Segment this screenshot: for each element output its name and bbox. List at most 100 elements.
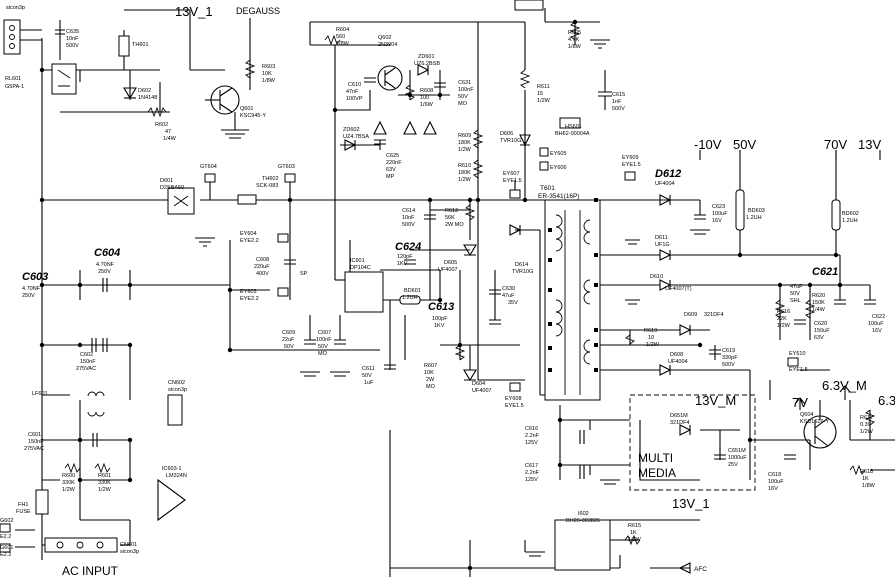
label-c622v: 100uF [868, 321, 884, 327]
connector-top [514, 0, 544, 11]
label-ic603: IC603-1 [162, 466, 182, 472]
label-r605v: 4.7K [568, 37, 580, 43]
label-r600w: 1/2W [62, 487, 76, 493]
label-c620v: 150uF [814, 328, 830, 334]
label-r612w: 2W MO [445, 222, 464, 228]
label-cn601v: sicon3p [120, 549, 139, 555]
label-c622w: 16V [872, 328, 882, 334]
label-d612v: UF4004 [655, 181, 675, 187]
label-c651mw: 25V [728, 462, 738, 468]
label-r620: R620 [812, 293, 825, 299]
label-d609v: 321DF4 [704, 312, 724, 318]
label-r611: R611 [537, 84, 550, 90]
label-r611v: 15 [537, 91, 543, 97]
label-cn602v: sicon3p [168, 387, 187, 393]
label-d604: D604 [472, 381, 485, 387]
label-c619: C619 [722, 348, 735, 354]
label-ic601v: DP104C [350, 265, 371, 271]
q602-transistor [377, 65, 403, 91]
label-ey609v: EYE1.5 [622, 162, 641, 168]
fh1-fuse [35, 489, 49, 515]
d601-bridge [167, 187, 195, 215]
label-ey610: EY610 [789, 351, 806, 357]
label-r617: R617 [860, 415, 873, 421]
label-r619w: 1/2W [646, 342, 660, 348]
label-c611w: 1uF [364, 380, 374, 386]
label-r601v: 330K [98, 480, 111, 486]
label-hs601: HS601 [565, 124, 582, 130]
label-c603: C603 [22, 271, 48, 283]
label-gt603: GT603 [278, 164, 295, 170]
label-c617: C617 [525, 463, 538, 469]
label-r608: R608 [420, 88, 433, 94]
label-c611: C611 [362, 366, 375, 372]
label-r607: R607 [424, 363, 437, 369]
label-r612: R612 [445, 208, 458, 214]
label-c613: C613 [428, 301, 454, 313]
label-c610w: 100VP [346, 96, 363, 102]
label-c603v: 4.70NF [22, 286, 41, 292]
label-t601v: ER-3541(16P) [538, 193, 580, 200]
label-c635w: 500V [66, 43, 79, 49]
label-c615v: 1nF [612, 99, 622, 105]
label-r616v: 22K [777, 316, 787, 322]
label-g602: G602 [0, 518, 13, 524]
label-r605: R605 [568, 30, 581, 36]
label-c621: C621 [812, 266, 838, 278]
cn601-connector [44, 537, 118, 553]
label-7v: 7V [792, 395, 808, 410]
label-r607w: 2W [426, 377, 435, 383]
label-fh1v: FUSE [16, 509, 31, 515]
label-r619: R619 [644, 328, 657, 334]
label-d611: D611 [655, 235, 668, 241]
label-d610: D610 [650, 274, 663, 280]
label-fh1: FH1 [18, 502, 28, 508]
label-r618v: 1K [862, 476, 869, 482]
label-c616v: 2.2nF [525, 433, 540, 439]
label-d614: D614 [515, 262, 528, 268]
label-c608v: 220uF [254, 264, 270, 270]
label-lf601: LF601 [32, 391, 48, 397]
label-d651mv: 321DF4 [670, 420, 690, 426]
label-c601: C601 [28, 432, 41, 438]
label-d605: D605 [444, 260, 457, 266]
label-c635v: 10nF [66, 36, 79, 42]
label-bd603v: 1.2UH [746, 215, 762, 221]
hs601-heatsink [559, 117, 581, 129]
label-c609v: 22uF [282, 337, 295, 343]
label-hs601v: BH62-00004A [555, 131, 590, 137]
label-g601v: E2.2 [0, 552, 11, 558]
label-zd602: ZD602 [343, 127, 360, 133]
label-c616: C616 [525, 426, 538, 432]
label-r609v: 180K [458, 140, 471, 146]
label-c624v: 120pF [397, 254, 413, 260]
label-ey607: EY607 [503, 171, 520, 177]
label-c601v: 150nF [28, 439, 44, 445]
cn602-connector [167, 394, 183, 426]
label-d608v: UF4004 [668, 359, 688, 365]
label-c625v: 220nF [386, 160, 402, 166]
label-q601: Q601 [240, 106, 253, 112]
label-c625x: MP [386, 174, 395, 180]
label-c630v: 47uF [502, 293, 515, 299]
label-d651m: D651M [670, 413, 688, 419]
text-labels: 13V_1 DEGAUSS sicon3p C635 10nF 500V TH6… [0, 4, 895, 577]
bd602-bead [831, 199, 841, 231]
label-i602: I602 [578, 511, 589, 517]
connector-top-left [3, 19, 21, 55]
label-th602v: SCK-083 [256, 183, 278, 189]
label-ey610v: EYE1.5 [789, 367, 808, 373]
label-70v: 70V [824, 137, 847, 152]
label-ey608v: EYE1.5 [505, 403, 524, 409]
label-rl601: RL601 [5, 76, 21, 82]
label-c602: C602 [80, 352, 93, 358]
label-13v-m: 13V_M [695, 393, 736, 408]
label-c623w: 16V [712, 218, 722, 224]
label-r610: R610 [458, 163, 471, 169]
i602-chip [554, 519, 611, 571]
label-c651mv: 1000uF [728, 455, 747, 461]
label-c614w: 500V [402, 222, 415, 228]
label-r619v: 10 [648, 335, 654, 341]
label-ey604v: EYE2.2 [240, 238, 259, 244]
label-cn602: CN602 [168, 380, 185, 386]
